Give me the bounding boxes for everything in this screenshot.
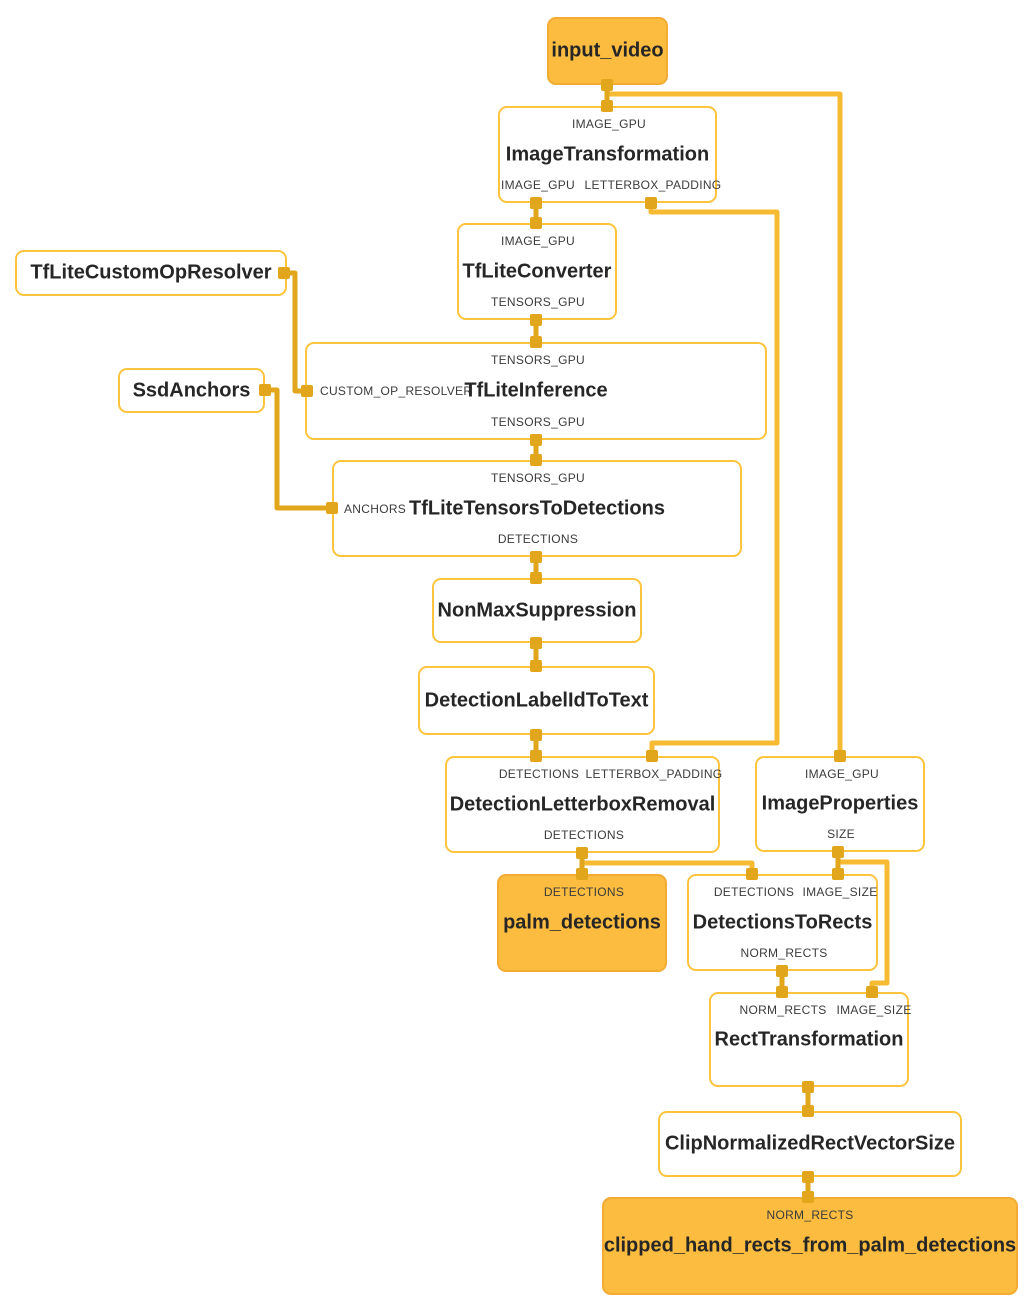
node-palm-detections[interactable]: DETECTIONS palm_detections [497,874,667,972]
node-title: ImageTransformation [505,143,710,165]
port-label-detections-in: DETECTIONS [498,767,580,781]
edge-input-video-to-image-properties [607,91,843,756]
node-tflite-inference[interactable]: TENSORS_GPU CUSTOM_OP_RESOLVER TfLiteInf… [305,342,767,440]
port-label-anchors-in: ANCHORS [344,501,407,516]
port-label-image-gpu-in: IMAGE_GPU [571,117,647,131]
node-clip-normalized-rect-vector-size[interactable]: ClipNormalizedRectVectorSize [658,1111,962,1177]
node-title: RectTransformation [714,1028,904,1050]
port-label-image-gpu-in: IMAGE_GPU [804,767,880,781]
port-label-image-size-in: IMAGE_SIZE [802,885,878,899]
port-label-image-gpu-out: IMAGE_GPU [500,178,576,192]
node-title: NonMaxSuppression [437,599,637,621]
port-label-norm-rects-out: NORM_RECTS [740,946,828,960]
node-title: clipped_hand_rects_from_palm_detections [603,1234,1017,1257]
node-title: TfLiteInference [464,379,608,402]
node-image-properties[interactable]: IMAGE_GPU ImageProperties SIZE [755,756,925,852]
node-non-max-suppression[interactable]: NonMaxSuppression [432,578,642,643]
port-label-norm-rects-in: NORM_RECTS [739,1003,827,1017]
port-label-detections-in: DETECTIONS [713,885,795,899]
edge-detections-to-detections-to-rects [582,860,755,874]
node-detections-to-rects[interactable]: DETECTIONS IMAGE_SIZE DetectionsToRects … [687,874,878,971]
node-detection-letterbox-removal[interactable]: DETECTIONS LETTERBOX_PADDING DetectionLe… [445,756,723,853]
node-rect-transformation[interactable]: NORM_RECTS IMAGE_SIZE RectTransformation [709,992,912,1087]
port-label-detections-out: DETECTIONS [497,532,579,546]
node-title: DetectionLabelIdToText [424,689,649,711]
node-clipped-hand-rects-from-palm-detections[interactable]: NORM_RECTS clipped_hand_rects_from_palm_… [602,1197,1018,1295]
node-tflite-tensors-to-detections[interactable]: TENSORS_GPU ANCHORS TfLiteTensorsToDetec… [332,460,742,557]
node-title: DetectionLetterboxRemoval [449,793,716,815]
edge-letterbox-padding-to-detection-letterbox-removal [648,203,780,756]
node-title: DetectionsToRects [692,911,873,933]
node-title: input_video [551,39,664,62]
edge-custom-op-resolver-to-tflite-inference [284,270,307,394]
node-detection-label-id-to-text[interactable]: DetectionLabelIdToText [418,666,655,735]
port-label-detections-out: DETECTIONS [543,828,625,842]
port-label-tensors-gpu-in: TENSORS_GPU [491,353,585,367]
port-label-size-out: SIZE [827,827,855,841]
node-image-transformation[interactable]: IMAGE_GPU ImageTransformation IMAGE_GPU … [498,106,721,203]
port-label-norm-rects-in: NORM_RECTS [766,1208,854,1222]
node-title: palm_detections [503,911,661,934]
port-label-custom-op-resolver-in: CUSTOM_OP_RESOLVER [320,384,473,398]
node-title: TfLiteConverter [462,260,612,282]
port-label-image-gpu-in: IMAGE_GPU [500,234,576,248]
node-tflite-custom-op-resolver[interactable]: TfLiteCustomOpResolver [15,250,287,296]
node-input-video[interactable]: input_video [547,17,668,85]
node-title: TfLiteTensorsToDetections [409,497,665,519]
node-title: ImageProperties [761,792,919,815]
node-title: SsdAnchors [132,379,251,401]
port-label-image-size-in: IMAGE_SIZE [836,1003,912,1017]
node-tflite-converter[interactable]: IMAGE_GPU TfLiteConverter TENSORS_GPU [457,223,617,320]
edge-ssd-anchors-to-tensors-to-detections [265,387,332,511]
port-label-letterbox-padding-out: LETTERBOX_PADDING [584,178,722,192]
port-label-tensors-gpu-in: TENSORS_GPU [491,471,585,485]
port-label-letterbox-padding-in: LETTERBOX_PADDING [585,767,723,781]
node-title: ClipNormalizedRectVectorSize [664,1132,956,1155]
node-title: TfLiteCustomOpResolver [30,261,272,284]
port-label-tensors-gpu-out: TENSORS_GPU [491,415,585,429]
port-label-detections-in: DETECTIONS [543,885,625,899]
port-label-tensors-gpu-out: TENSORS_GPU [491,295,585,309]
node-ssd-anchors[interactable]: SsdAnchors [118,368,265,413]
